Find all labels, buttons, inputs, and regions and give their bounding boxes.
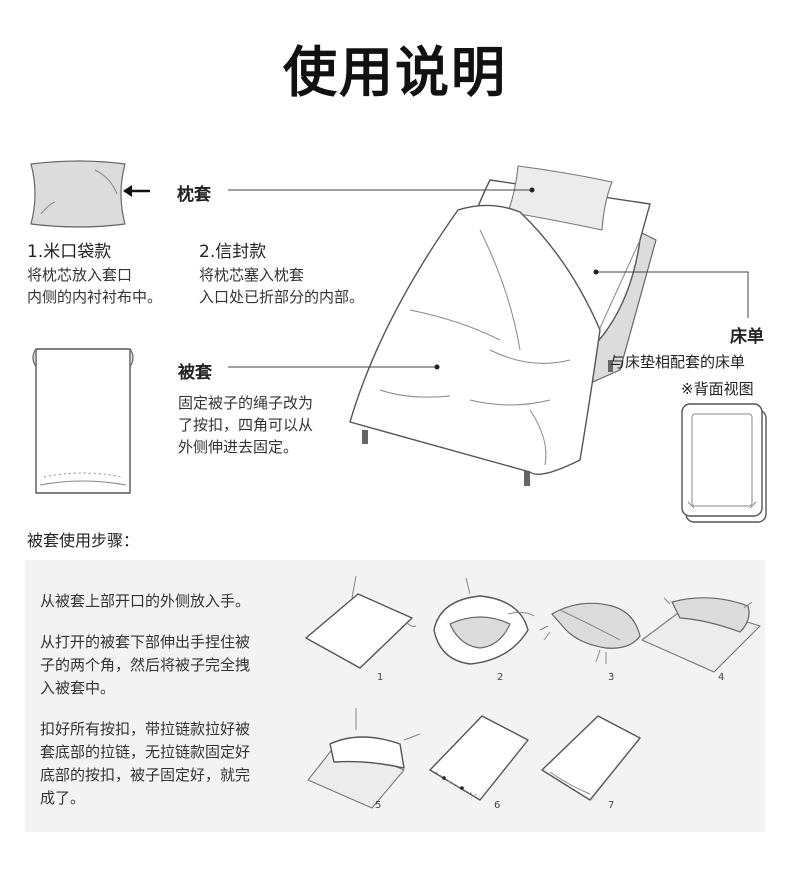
step-paragraph-1: 从被套上部开口的外侧放入手。 [40, 592, 251, 610]
pillowcase-illustration [30, 160, 126, 228]
pillowcase-style1-desc: 将枕芯放入套口 内侧的内衬衬布中。 [27, 266, 163, 306]
pillowcase-style1-title: 1.米口袋款 [27, 242, 112, 262]
step-number-4: 4 [718, 672, 724, 683]
pillowcase-style2-title: 2.信封款 [199, 242, 267, 262]
step-number-5: 5 [375, 800, 381, 811]
duvet-cover-illustration [32, 348, 134, 494]
steps-panel [25, 560, 765, 832]
step-paragraph-2: 从打开的被套下部伸出手捏住被 子的两个角，然后将被子完全拽 入被套中。 [40, 633, 251, 697]
step-paragraph-3: 扣好所有按扣，带拉链款拉好被 套底部的拉链，无拉链款固定好 底部的按扣，被子固定… [40, 720, 251, 807]
step-4-illustration: 4 [641, 597, 761, 683]
step-6-illustration: 6 [429, 715, 529, 811]
bed-illustration [349, 165, 657, 486]
step-1-illustration: 1 [305, 575, 417, 683]
duvet-cover-desc: 固定被子的绳子改为 了按扣，四角可以从 外侧伸进去固定。 [178, 394, 314, 456]
page-title: 使用说明 [283, 41, 507, 104]
step-number-7: 7 [608, 800, 614, 811]
duvet-cover-label: 被套 [178, 363, 212, 383]
pillowcase-style2-desc: 将枕芯塞入枕套 入口处已折部分的内部。 [199, 266, 365, 306]
fitted-sheet-desc: 与床垫相配套的床单 [610, 353, 746, 371]
step-3-illustration: 3 [539, 602, 641, 683]
step-number-6: 6 [494, 800, 500, 811]
step-5-illustration: 5 [307, 708, 421, 811]
pillowcase-label: 枕套 [177, 185, 211, 205]
left-arrow-icon [123, 185, 150, 197]
step-number-2: 2 [497, 672, 503, 683]
step-number-3: 3 [608, 672, 614, 683]
back-view-note: ※背面视图 [681, 380, 754, 398]
step-2-illustration: 2 [433, 577, 535, 683]
step-7-illustration: 7 [541, 715, 641, 811]
fitted-sheet-label: 床单 [730, 327, 764, 347]
steps-heading: 被套使用步骤： [27, 531, 140, 550]
step-number-1: 1 [377, 672, 383, 683]
fitted-sheet-back-view-illustration [681, 403, 767, 523]
